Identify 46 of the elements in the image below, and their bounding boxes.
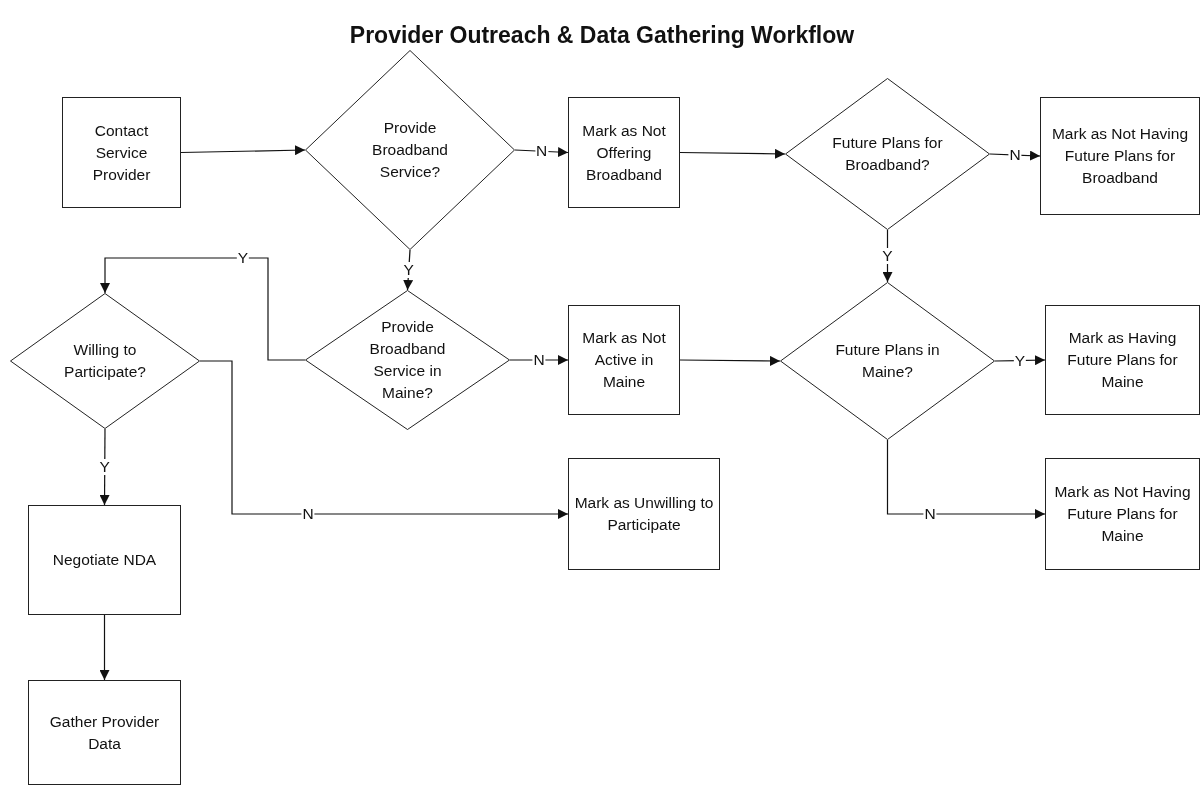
arrow: [100, 257, 306, 361]
arrow: [199, 360, 569, 519]
edge-label: N: [923, 506, 937, 522]
decision-diamond: [10, 293, 200, 429]
process-box: [568, 97, 680, 208]
process-box: [1045, 458, 1200, 570]
edge-label: N: [532, 352, 546, 368]
decision-diamond: [780, 282, 995, 440]
node-label: Provide Broadband Service in Maine?: [368, 317, 447, 403]
process-box: [1045, 305, 1200, 415]
node-label: Willing to Participate?: [63, 340, 147, 382]
process-box: [28, 680, 181, 785]
process-box: [1040, 97, 1200, 215]
node-label: Mark as Having Future Plans for Maine: [1066, 328, 1179, 392]
edge-label: N: [1008, 147, 1022, 163]
arrow: [180, 145, 306, 156]
arrow: [679, 148, 786, 159]
process-box: [568, 458, 720, 570]
edge-label: Y: [402, 262, 415, 278]
diagram-title: Provider Outreach & Data Gathering Workflow: [348, 22, 856, 49]
arrow: [99, 614, 110, 681]
edge-label: Y: [98, 459, 111, 475]
node-label: Gather Provider Data: [48, 711, 161, 754]
node-label: Future Plans in Maine?: [834, 340, 941, 382]
node-label: Mark as Not Active in Maine: [581, 328, 667, 392]
node-label: Contact Service Provider: [91, 120, 152, 185]
decision-diamond: [305, 290, 510, 430]
node-label: Provide Broadband Service?: [371, 118, 449, 182]
node-label: Future Plans for Broadband?: [831, 133, 944, 175]
edge-label: Y: [881, 248, 894, 264]
node-label: Negotiate NDA: [51, 550, 158, 570]
decision-diamond: [785, 78, 990, 230]
arrow: [886, 439, 1046, 519]
edge-label: N: [301, 506, 315, 522]
process-box: [568, 305, 680, 415]
arrow: [509, 355, 569, 365]
process-box: [62, 97, 181, 208]
node-label: Mark as Unwilling to Participate: [574, 493, 714, 535]
arrow: [679, 355, 781, 366]
node-label: Mark as Not Having Future Plans for Broadband: [1050, 124, 1190, 188]
decision-diamond: [305, 50, 515, 250]
edge-label: Y: [236, 250, 250, 266]
arrow: [99, 428, 110, 506]
node-label: Mark as Not Offering Broadband: [581, 120, 667, 185]
process-box: [28, 505, 181, 615]
node-label: Mark as Not Having Future Plans for Maine: [1053, 482, 1192, 546]
